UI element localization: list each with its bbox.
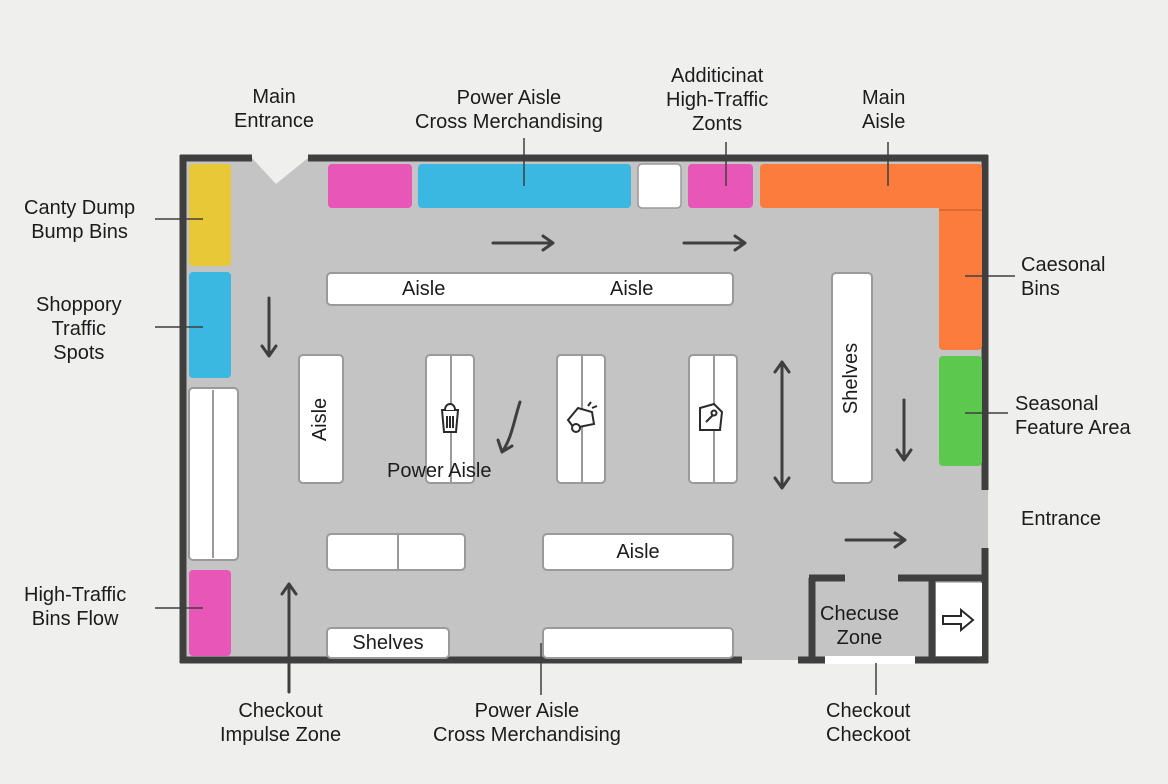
top-magenta-bin-2: [688, 164, 753, 208]
seasonal-bins-label: Caesonal Bins: [1021, 254, 1106, 300]
top-aisle-shelf: Aisle Aisle: [326, 272, 734, 306]
seasonal-feature-bin: [939, 356, 982, 466]
aisle-lower-label: Aisle: [616, 540, 660, 563]
traffic-flow-arrows: [260, 234, 913, 694]
top-aisle-left-label: Aisle: [402, 277, 446, 300]
top-white-bin: [637, 163, 682, 209]
flow-arrow-vertical-double: [773, 360, 791, 490]
flow-arrow-curve: [496, 400, 522, 454]
checkout-impulse-label: Checkout Impulse Zone: [220, 700, 342, 746]
tag-icon: [699, 402, 724, 431]
power-aisle-bottom-label: Power Aisle Cross Merchandising: [433, 700, 621, 746]
vertical-aisle-label: Aisle: [309, 397, 332, 441]
shoppery-traffic-label: Shoppory Traffic Spots: [36, 294, 122, 364]
checkout-checkoot-label: Checkout Checkoot: [826, 700, 911, 746]
high-traffic-bins-label: High-Traffic Bins Flow: [24, 584, 127, 630]
traffic-spot-bin: [189, 272, 231, 378]
exit-arrow-icon: [942, 608, 975, 632]
main-aisle-orange-bin: [760, 164, 982, 208]
aisle-shelf-bag: [425, 354, 475, 484]
flow-arrow-right-2: [682, 234, 747, 252]
additional-high-traffic-label: Additicinat High-Traffic Zonts: [666, 65, 769, 135]
candy-dump-label: Canty Dump Bump Bins: [24, 197, 136, 243]
high-traffic-bin: [189, 570, 231, 656]
label-connectors: [155, 138, 1015, 695]
lower-left-shelf: [326, 533, 466, 571]
robot-cart-icon: [566, 401, 598, 433]
candy-dump-bin: [189, 164, 231, 266]
flow-arrow-down-right: [895, 398, 913, 462]
lower-aisle-shelf: Aisle: [542, 533, 734, 571]
top-magenta-bin: [328, 164, 412, 208]
power-aisle-label: Power Aisle: [387, 460, 492, 482]
bottom-power-shelf: [542, 627, 734, 659]
vertical-aisle-shelf: Aisle: [298, 354, 344, 484]
flow-arrow-right-3: [844, 531, 907, 549]
seasonal-feature-label: Seasonal Feature Area: [1015, 393, 1131, 439]
shelves-bottom-label: Shelves: [352, 631, 424, 654]
entrance-right-label: Entrance: [1021, 508, 1102, 530]
shelves-right-label: Shelves: [840, 342, 863, 414]
main-aisle-label: Main Aisle: [862, 87, 906, 133]
bag-icon: [440, 403, 460, 433]
store-walls: [179, 154, 989, 664]
top-aisle-right-label: Aisle: [610, 277, 654, 300]
flow-arrow-up: [280, 582, 298, 694]
flow-arrow-down-left: [260, 296, 278, 358]
seasonal-bin: [939, 164, 982, 350]
checkout-zone-label: Checuse Zone: [820, 603, 899, 649]
main-entrance-label: Main Entrance: [234, 86, 315, 132]
checkout-doorway: [825, 656, 915, 664]
power-aisle-top-label: Power Aisle Cross Merchandising: [415, 87, 603, 133]
bottom-shelves: Shelves: [326, 627, 450, 659]
entrance-notch: [252, 158, 308, 184]
right-shelves: Shelves: [831, 272, 873, 484]
flow-arrow-right-1: [491, 234, 555, 252]
